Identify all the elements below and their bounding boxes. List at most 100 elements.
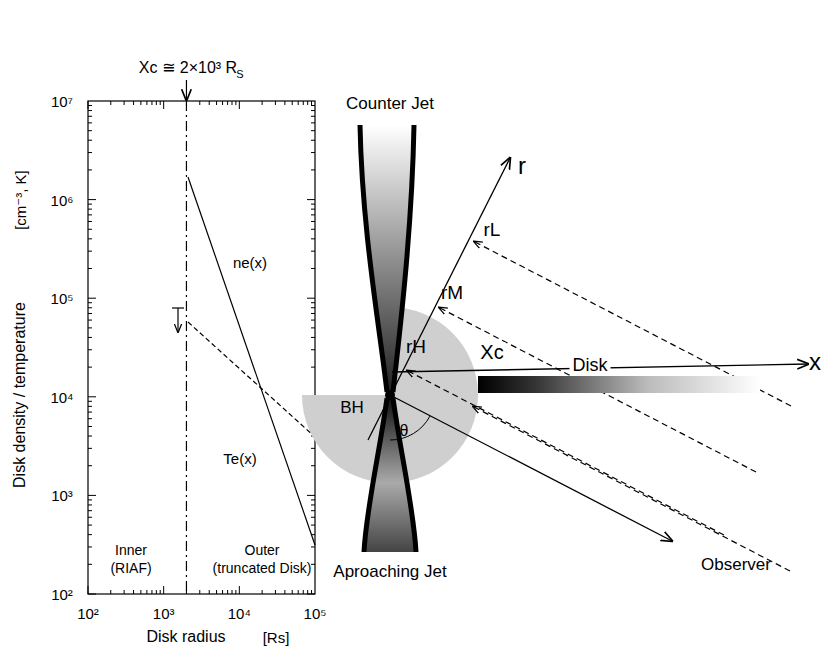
jet-edge	[364, 398, 387, 552]
y-tick	[311, 564, 315, 565]
y-tick	[88, 594, 96, 595]
y-tick	[311, 229, 315, 230]
x-tick	[262, 590, 263, 594]
y-tick	[311, 204, 315, 205]
y-tick	[88, 105, 92, 106]
x-tick	[133, 101, 134, 105]
radius-label: rM	[441, 283, 463, 302]
x-tick	[311, 101, 312, 105]
y-tick	[88, 307, 92, 308]
counter-jet	[360, 125, 414, 392]
jet-edge	[360, 125, 387, 392]
y-tick	[311, 122, 315, 123]
y-tick	[311, 546, 315, 547]
y-tick	[88, 302, 92, 303]
x-tick	[209, 590, 210, 594]
y-tick	[88, 116, 92, 117]
y-tick	[311, 302, 315, 303]
x-tick	[235, 101, 236, 105]
y-tick	[88, 199, 96, 200]
disk-band: Disk	[478, 376, 760, 393]
x-tick	[311, 590, 312, 594]
x-tick	[156, 590, 157, 594]
x-tick	[284, 590, 285, 594]
x-tick	[140, 101, 141, 105]
plot-frame	[88, 101, 315, 594]
axis-unit: [Rs]	[263, 630, 290, 645]
x-tick	[163, 586, 164, 594]
x-tick	[232, 101, 233, 105]
y-tick-label: 10⁶	[51, 192, 74, 207]
x-tick	[275, 590, 276, 594]
y-tick	[311, 465, 315, 466]
x-tick	[298, 101, 299, 105]
x-tick	[110, 590, 111, 594]
boundary-label: Xc	[478, 342, 505, 362]
x-tick	[146, 590, 147, 594]
x-tick	[124, 101, 125, 105]
region-label: Inner	[115, 543, 147, 557]
y-tick	[88, 229, 92, 230]
curve-label: ne(x)	[233, 255, 267, 270]
x-tick	[209, 101, 210, 105]
y-tick	[88, 510, 92, 511]
x-tick	[216, 101, 217, 105]
y-tick	[311, 307, 315, 308]
y-tick	[311, 110, 315, 111]
y-tick	[311, 349, 315, 350]
y-tick	[311, 238, 315, 239]
x-tick	[199, 101, 200, 105]
axis-unit: [cm⁻³, K]	[13, 170, 28, 230]
y-tick	[88, 426, 92, 427]
y-tick	[88, 313, 92, 314]
y-tick	[88, 214, 92, 215]
y-tick-label: 10⁷	[51, 94, 73, 109]
region-label: Outer	[244, 543, 279, 557]
x-tick	[151, 590, 152, 594]
x-tick	[140, 590, 141, 594]
y-tick	[88, 349, 92, 350]
x-tick	[160, 101, 161, 105]
theta-arc	[390, 416, 430, 440]
x-tick	[239, 586, 240, 594]
temperature-line	[188, 322, 315, 437]
x-tick	[292, 590, 293, 594]
y-tick	[311, 221, 315, 222]
x-tick	[239, 101, 240, 109]
y-tick	[88, 337, 92, 338]
density-line	[188, 177, 315, 545]
region-label: (truncated Disk)	[213, 561, 312, 575]
x-tick	[275, 101, 276, 105]
y-tick	[88, 495, 96, 496]
disk-label: Disk	[570, 356, 611, 374]
y-tick	[88, 238, 92, 239]
x-tick	[133, 590, 134, 594]
x-tick-label: 10⁵	[304, 606, 327, 621]
y-tick	[311, 251, 315, 252]
x-tick	[307, 101, 308, 105]
axis-title: Disk density / temperature	[12, 302, 28, 488]
radius-label: rL	[484, 220, 501, 239]
x-tick	[160, 590, 161, 594]
y-tick	[311, 209, 315, 210]
approaching-jet	[364, 398, 416, 552]
jet-edge	[393, 398, 416, 552]
y-tick	[311, 517, 315, 518]
x-tick	[262, 101, 263, 105]
y-tick	[88, 406, 92, 407]
x-tick	[298, 590, 299, 594]
upper-limit-arrow	[177, 308, 178, 332]
x-tick	[88, 101, 89, 109]
x-tick	[303, 101, 304, 105]
y-tick	[88, 209, 92, 210]
x-tick	[227, 101, 228, 105]
y-tick	[88, 320, 92, 321]
x-tick	[292, 101, 293, 105]
y-tick	[88, 448, 92, 449]
jet-label: Aproaching Jet	[333, 563, 446, 580]
y-tick	[88, 546, 92, 547]
x-tick	[232, 590, 233, 594]
y-tick	[88, 525, 92, 526]
y-tick	[311, 169, 315, 170]
x-tick	[222, 590, 223, 594]
